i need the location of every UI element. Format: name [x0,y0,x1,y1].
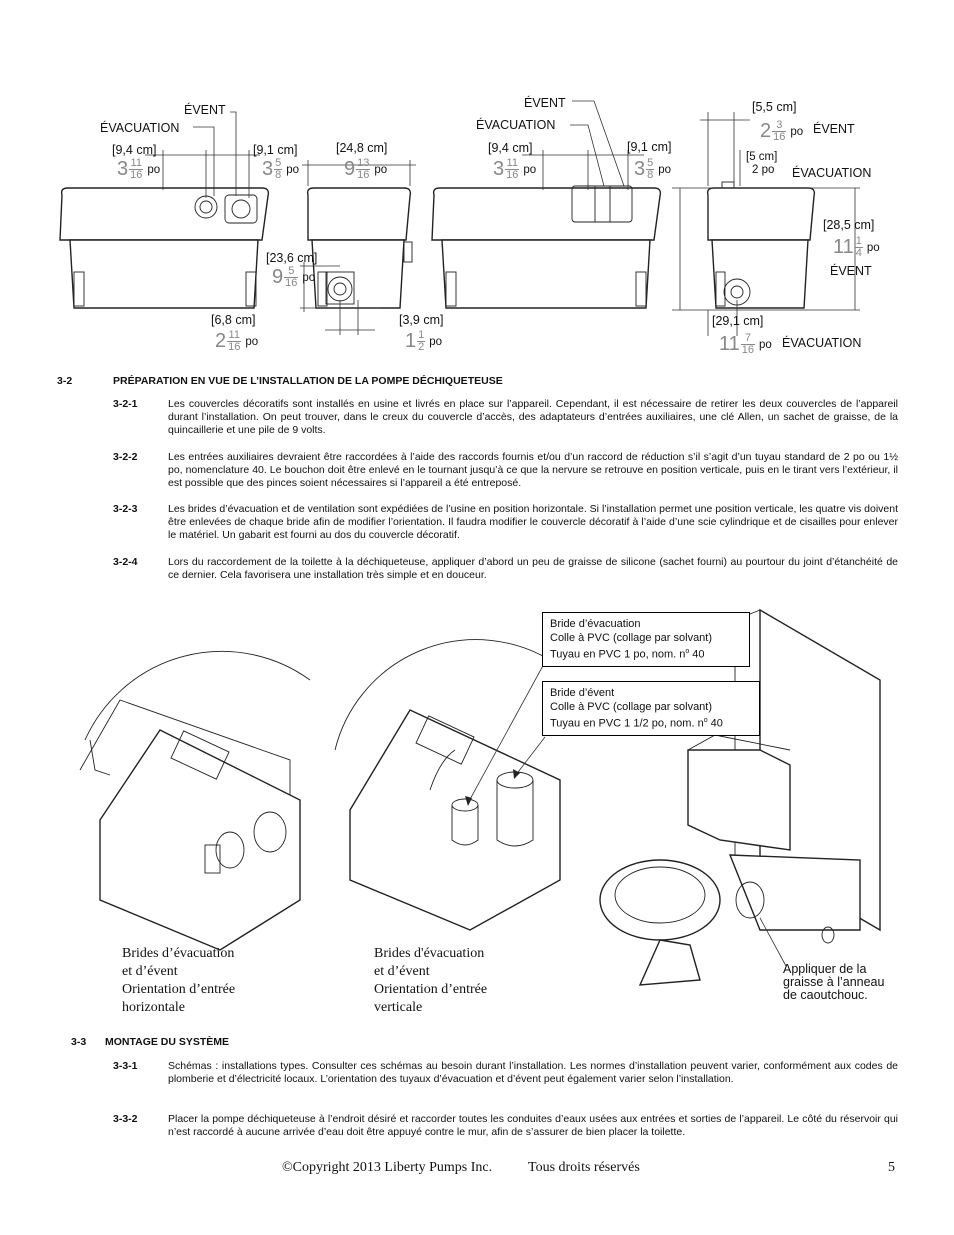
detail-vertical [334,639,561,931]
dim-metric: [9,1 cm] [253,143,298,157]
caption-line: horizontale [122,1000,185,1015]
subsection-number: 3-2-2 [113,451,138,463]
subsection-number: 3-3-2 [113,1113,138,1125]
paragraph: Les brides d’évacuation et de ventilatio… [168,503,898,542]
dim-metric: [9,1 cm] [627,140,672,154]
callout-line: Bride d’évacuation [550,618,641,630]
subsection-number: 3-2-1 [113,398,138,410]
installation-illustrations [79,608,881,986]
vent-label-left: ÉVENT [184,103,226,117]
section-title: MONTAGE DU SYSTÈME [105,1036,230,1048]
page-number: 5 [888,1160,895,1175]
discharge-flange-callout: Bride d’évacuation Colle à PVC (collage … [542,612,750,667]
callout-text: 40 [689,648,705,661]
footer-rights: Tous droits réservés [528,1160,640,1175]
vent-flange-callout: Bride d’évent Colle à PVC (collage par s… [542,681,760,736]
caption-horizontal: Brides d’évacuation et d’évent Orientati… [122,945,235,1017]
discharge-label-right: ÉVACUATION [782,336,862,350]
caption-line: de caoutchouc. [783,988,868,1002]
superscript: o [685,648,690,655]
caption-line: Appliquer de la [783,962,867,976]
callout-text: 40 [707,717,723,730]
callout-line: Tuyau en PVC 1 1/2 po, nom. no 40 [550,714,752,731]
caption-line: Orientation d’entrée [374,982,488,997]
detail-horizontal [79,650,311,951]
paragraph: Schémas : installations types. Consulter… [168,1060,898,1086]
callout-text: Tuyau en PVC 1 1/2 po, nom. n [550,717,704,730]
subsection-number: 3-2-4 [113,556,138,568]
section-number: 3-3 [71,1036,87,1048]
caption-line: graisse à l’anneau [783,975,885,989]
dim-value: 2 po [752,164,775,176]
dim-metric: [9,4 cm] [488,141,533,155]
vent-label-right: ÉVENT [830,264,872,278]
dim-metric: [24,8 cm] [336,141,388,155]
footer-copyright: ©Copyright 2013 Liberty Pumps Inc. [282,1160,493,1175]
caption-line: Brides d'évacuation [374,946,485,961]
dim-metric: [3,9 cm] [399,313,444,327]
callout-line: Colle à PVC (collage par solvant) [550,632,713,644]
unit-side-right [672,112,860,336]
section-title: PRÉPARATION EN VUE DE L’INSTALLATION DE … [113,375,503,387]
paragraph: Lors du raccordement de la toilette à la… [168,556,898,582]
toilet-scene [599,608,881,986]
vent-label-middle: ÉVENT [524,96,566,110]
dim-metric: [6,8 cm] [211,313,256,327]
paragraph: Placer la pompe déchiqueteuse à l’endroi… [168,1113,898,1139]
dim-metric: [23,6 cm] [266,251,318,265]
caption-grease: Appliquer de la graisse à l’anneau de ca… [783,963,884,1002]
unit-front-middle [431,100,662,309]
discharge-label-middle: ÉVACUATION [476,118,556,132]
subsection-number: 3-3-1 [113,1060,138,1072]
unit-side-left [300,160,416,335]
caption-line: Orientation d’entrée [122,982,236,997]
callout-line: Bride d’évent [550,687,615,699]
paragraph: Les entrées auxiliaires devraient être r… [168,451,898,490]
unit-front-left [59,111,270,309]
callout-line: Tuyau en PVC 1 po, nom. no 40 [550,645,742,662]
callout-line: Colle à PVC (collage par solvant) [550,701,713,713]
vent-label-right-top: ÉVENT [813,122,855,136]
caption-line: et d’évent [122,964,178,979]
dim-metric: [28,5 cm] [823,218,875,232]
callout-text: Tuyau en PVC 1 po, nom. n [550,648,686,661]
dim-metric: [5 cm] [746,151,778,163]
caption-line: et d’évent [374,964,430,979]
dim-metric: [5,5 cm] [752,100,797,114]
dim-metric: [29,1 cm] [712,314,764,328]
discharge-label-right-top: ÉVACUATION [792,166,872,180]
section-number: 3-2 [57,375,73,387]
caption-line: verticale [374,1000,423,1015]
dim-metric: [9,4 cm] [112,143,157,157]
paragraph: Les couvercles décoratifs sont installés… [168,398,898,437]
dimension-drawings [59,100,860,336]
discharge-label-left: ÉVACUATION [100,121,180,135]
caption-line: Brides d’évacuation [122,946,235,961]
caption-vertical: Brides d'évacuation et d’évent Orientati… [374,945,487,1017]
superscript: o [703,717,708,724]
subsection-number: 3-2-3 [113,503,138,515]
